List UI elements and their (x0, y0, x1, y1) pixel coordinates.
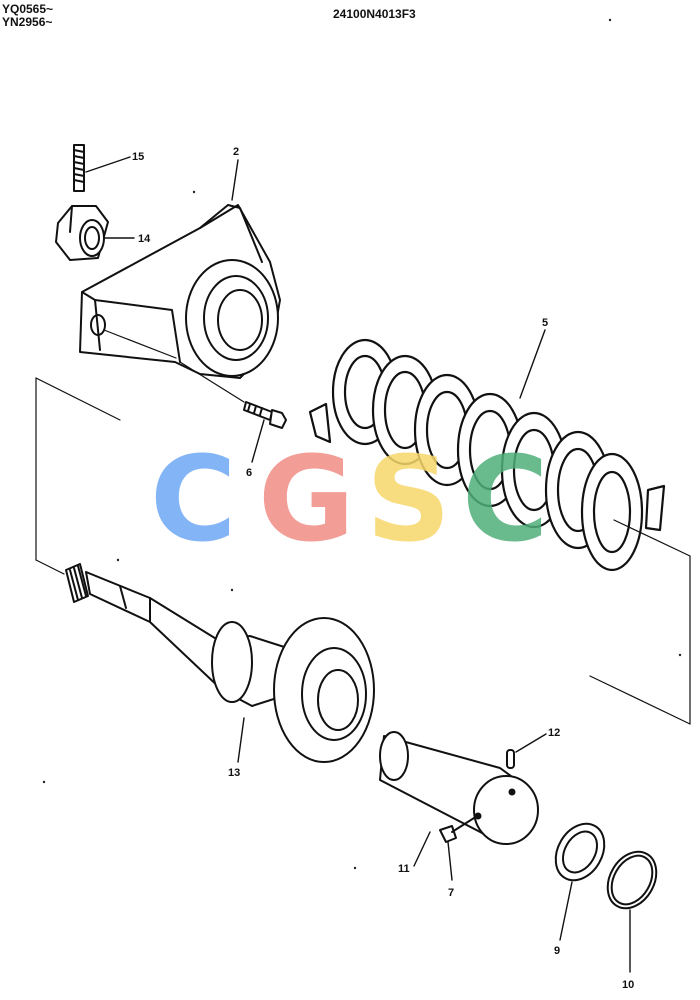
watermark-letter-c1: C (150, 430, 237, 568)
callout-11: 11 (398, 863, 410, 875)
callout-12: 12 (548, 727, 560, 739)
serial-range-1: YQ0565~ (2, 2, 54, 16)
callout-13: 13 (228, 767, 240, 779)
callout-10: 10 (622, 979, 634, 991)
callout-6: 6 (246, 467, 252, 479)
drawing-code: 24100N4013F3 (333, 7, 416, 21)
assembly-reference-lines (35, 377, 691, 725)
part-12-pin (506, 733, 547, 769)
part-5-coil-spring (308, 329, 666, 572)
part-2-yoke-bracket (79, 159, 281, 379)
callout-labels: 15 2 14 5 6 13 12 11 7 9 10 (132, 146, 634, 991)
callout-14: 14 (138, 233, 151, 245)
part-11-sleeve (379, 731, 539, 867)
serial-range-2: YN2956~ (2, 15, 53, 29)
scan-specks (42, 18, 682, 870)
part-15-stud-bolt (73, 144, 131, 192)
callout-7: 7 (448, 887, 454, 899)
part-9-ring (554, 822, 606, 941)
serial-range: YQ0565~ YN2956~ (2, 3, 53, 29)
part-10-snap-ring (606, 850, 658, 973)
callout-2: 2 (233, 146, 239, 158)
callout-15: 15 (132, 151, 144, 163)
part-7-grease-fitting (439, 817, 475, 881)
watermark-letter-c2: C (462, 430, 549, 568)
part-6-bolt (179, 361, 287, 463)
watermark-letter-g: G (258, 430, 355, 568)
callout-9: 9 (554, 945, 560, 957)
part-14-hex-nut (55, 205, 135, 261)
watermark-letter-s: S (366, 430, 451, 568)
callout-5: 5 (542, 317, 548, 329)
part-13-recoil-rod (65, 563, 375, 763)
